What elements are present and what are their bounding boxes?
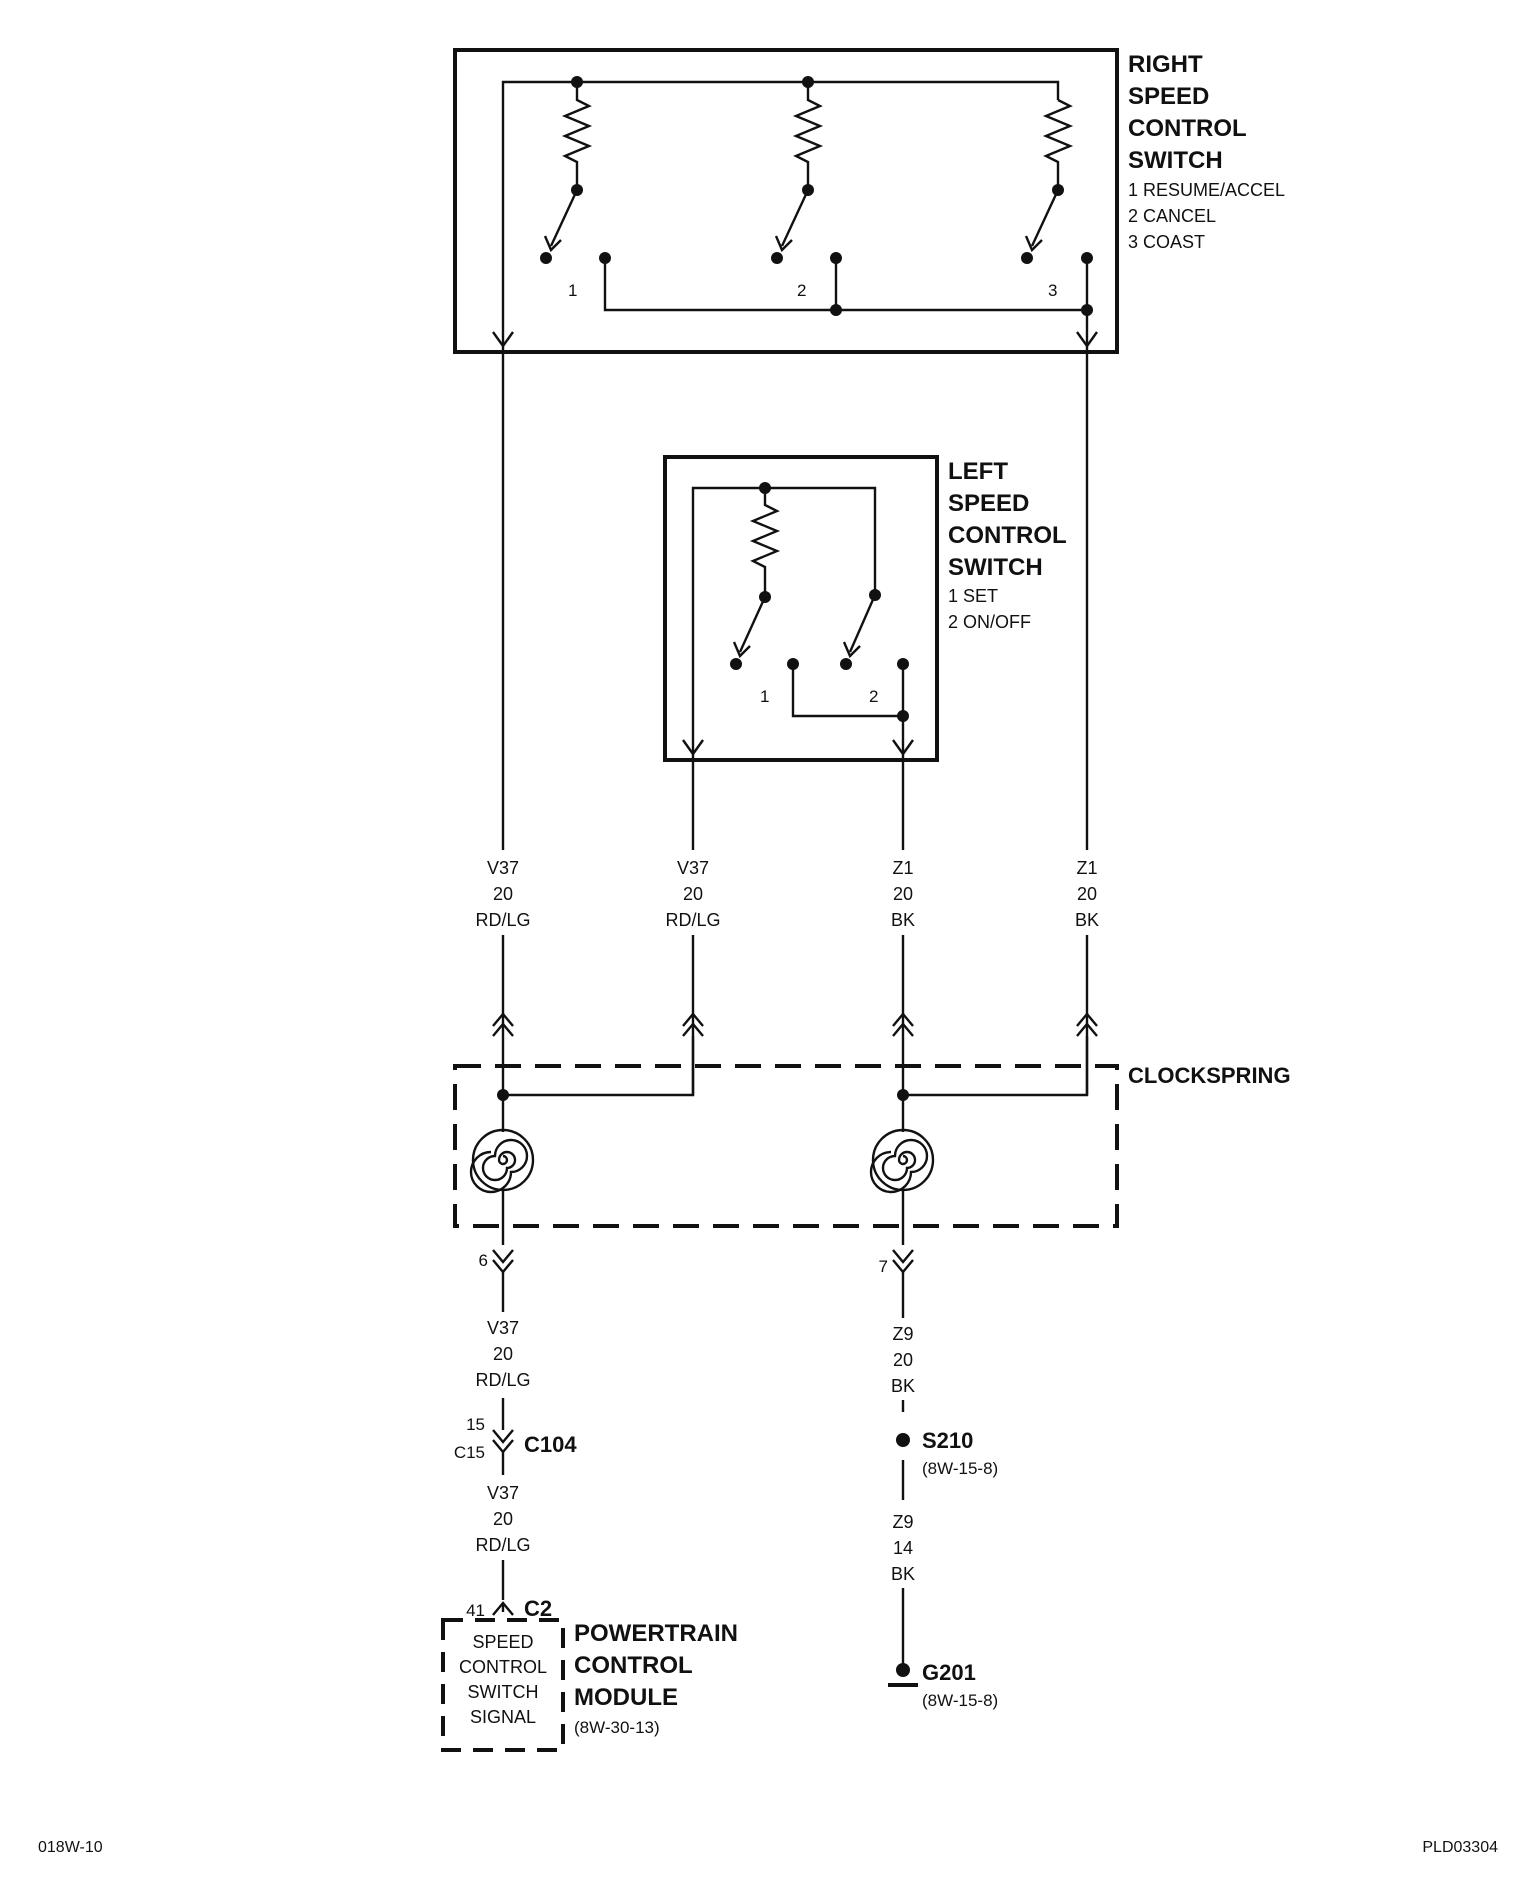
right-pos-1: 1	[568, 281, 577, 300]
wire1-color: RD/LG	[475, 910, 530, 930]
c2-label: C2	[524, 1596, 552, 1621]
clockspring-pin-6: 6	[479, 1251, 488, 1270]
right-switch-internals	[492, 76, 1098, 355]
c104-label: C104	[524, 1432, 577, 1457]
right-wire-a-color: BK	[891, 1376, 915, 1396]
left-lower-wires	[492, 1272, 514, 1616]
left-wire-b-code: V37	[487, 1483, 519, 1503]
right-lower-wires	[888, 1272, 918, 1687]
pcm-inner-4: SIGNAL	[470, 1707, 536, 1727]
wire4-gauge: 20	[1077, 884, 1097, 904]
right-wire-a-gauge: 20	[893, 1350, 913, 1370]
right-switch-legend-2: 2 CANCEL	[1128, 206, 1216, 226]
right-wire-b-code: Z9	[892, 1512, 913, 1532]
right-wire-b-color: BK	[891, 1564, 915, 1584]
left-switch-internals	[682, 482, 914, 762]
right-switch-title-2: SPEED	[1128, 83, 1209, 110]
pcm-ref: (8W-30-13)	[574, 1718, 660, 1737]
pcm-title-2: CONTROL	[574, 1652, 693, 1679]
left-switch-title-4: SWITCH	[948, 554, 1043, 581]
left-wire-a-code: V37	[487, 1318, 519, 1338]
wire1-code: V37	[487, 858, 519, 878]
pcm-inner-2: CONTROL	[459, 1657, 547, 1677]
left-wire-b-color: RD/LG	[475, 1535, 530, 1555]
clockspring-internals	[497, 1036, 1089, 1245]
wire2-code: V37	[677, 858, 709, 878]
left-switch-legend-2: 2 ON/OFF	[948, 612, 1031, 632]
right-wire-a-code: Z9	[892, 1324, 913, 1344]
pcm-box	[441, 1618, 565, 1752]
c104-cavity: C15	[454, 1443, 485, 1462]
left-switch-title-3: CONTROL	[948, 522, 1067, 549]
pcm-title-1: POWERTRAIN	[574, 1620, 738, 1647]
right-switch-title-3: CONTROL	[1128, 115, 1247, 142]
s210-splice-dot	[896, 1433, 910, 1447]
s210-ref: (8W-15-8)	[922, 1459, 998, 1478]
clockspring-label: CLOCKSPRING	[1128, 1063, 1291, 1088]
g201-ref: (8W-15-8)	[922, 1691, 998, 1710]
clockspring-pin-7: 7	[879, 1257, 888, 1276]
right-wire-b-gauge: 14	[893, 1538, 913, 1558]
wire3-gauge: 20	[893, 884, 913, 904]
wire2-color: RD/LG	[665, 910, 720, 930]
wire1-gauge: 20	[493, 884, 513, 904]
left-pos-1: 1	[760, 687, 769, 706]
right-switch-legend-3: 3 COAST	[1128, 232, 1205, 252]
g201-label: G201	[922, 1660, 976, 1685]
c2-pin: 41	[466, 1601, 485, 1620]
wire2-gauge: 20	[683, 884, 703, 904]
left-pos-2: 2	[869, 687, 878, 706]
left-switch-title-1: LEFT	[948, 458, 1008, 485]
left-wire-a-gauge: 20	[493, 1344, 513, 1364]
left-wire-a-color: RD/LG	[475, 1370, 530, 1390]
right-switch-legend-1: 1 RESUME/ACCEL	[1128, 180, 1285, 200]
clockspring-box	[453, 1064, 1119, 1228]
pcm-inner-3: SWITCH	[468, 1682, 539, 1702]
wire4-code: Z1	[1076, 858, 1097, 878]
right-pos-2: 2	[797, 281, 806, 300]
wire3-code: Z1	[892, 858, 913, 878]
footer-left: 018W-10	[38, 1839, 103, 1856]
right-switch-title-4: SWITCH	[1128, 147, 1223, 174]
s210-label: S210	[922, 1428, 973, 1453]
wire3-color: BK	[891, 910, 915, 930]
wire4-color: BK	[1075, 910, 1099, 930]
left-wire-b-gauge: 20	[493, 1509, 513, 1529]
clockspring-coil-right-icon	[869, 1128, 935, 1194]
left-switch-box	[663, 455, 939, 762]
left-switch-legend-1: 1 SET	[948, 586, 998, 606]
right-switch-title-1: RIGHT	[1128, 51, 1203, 78]
footer-right: PLD03304	[1422, 1839, 1498, 1856]
c104-pin: 15	[466, 1415, 485, 1434]
right-switch-box	[453, 48, 1119, 354]
pcm-inner-1: SPEED	[472, 1632, 533, 1652]
pcm-title-3: MODULE	[574, 1684, 678, 1711]
right-pos-3: 3	[1048, 281, 1057, 300]
clockspring-coil-left-icon	[469, 1128, 535, 1194]
clockspring-outputs	[492, 1249, 914, 1274]
left-switch-title-2: SPEED	[948, 490, 1029, 517]
